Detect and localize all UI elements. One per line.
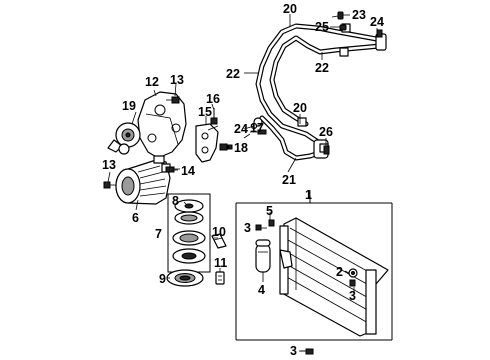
callout-11: 11 — [214, 256, 227, 270]
drier-bracket — [279, 249, 293, 269]
bolt-13-top — [166, 96, 180, 104]
snap-ring-kit — [215, 271, 225, 285]
callout-24-mid: 24 — [234, 122, 248, 136]
callout-5: 5 — [266, 204, 273, 218]
clutch-coil — [166, 269, 204, 287]
callout-22-right: 22 — [315, 61, 329, 75]
callout-9: 9 — [159, 272, 166, 286]
fastener-5 — [268, 219, 275, 227]
callout-20-top: 20 — [283, 2, 297, 16]
callout-4: 4 — [258, 283, 265, 297]
callout-3-bottom: 3 — [290, 344, 297, 358]
callout-19: 19 — [122, 99, 136, 113]
callout-15: 15 — [198, 105, 212, 119]
callout-26: 26 — [319, 125, 333, 139]
bolt-14 — [165, 166, 180, 173]
idler-pulley — [107, 122, 141, 155]
bolt-17 — [250, 129, 267, 135]
fastener-24 — [376, 29, 383, 38]
fastener-26 — [323, 145, 330, 155]
clutch-hub — [174, 199, 204, 225]
fastener-25 — [339, 24, 347, 31]
stud-16 — [210, 108, 218, 125]
callout-1: 1 — [305, 188, 312, 202]
clutch-pulley — [172, 230, 206, 264]
bolt-13-left — [103, 181, 116, 189]
callout-18: 18 — [234, 141, 248, 155]
condenser — [279, 217, 389, 337]
callout-22-left: 22 — [226, 67, 240, 81]
clip — [297, 117, 307, 127]
callout-13-left: 13 — [102, 158, 116, 172]
fastener-3-bottom — [300, 348, 314, 355]
callout-6: 6 — [132, 211, 139, 225]
callout-21: 21 — [282, 173, 296, 187]
callout-8: 8 — [172, 194, 179, 208]
clip — [339, 47, 349, 57]
clutch-shim-pack — [211, 233, 227, 249]
callout-labels: 20 23 25 24 22 22 20 24 17 26 21 12 13 1… — [102, 2, 384, 358]
callout-14: 14 — [181, 164, 195, 178]
callout-2: 2 — [336, 265, 343, 279]
callout-3-upper: 3 — [244, 221, 251, 235]
leader-lines — [107, 14, 378, 292]
callout-17: 17 — [250, 121, 264, 135]
callout-7: 7 — [155, 227, 162, 241]
callout-3-right: 3 — [349, 289, 356, 303]
callout-10: 10 — [212, 225, 226, 239]
fastener-23 — [337, 11, 350, 20]
receiver-drier — [255, 239, 271, 273]
callout-13-top: 13 — [170, 73, 184, 87]
callout-12: 12 — [145, 75, 159, 89]
callout-23: 23 — [352, 8, 366, 22]
callout-25: 25 — [315, 20, 329, 34]
mounting-bracket — [195, 123, 219, 163]
callout-16: 16 — [206, 92, 220, 106]
callout-20-mid: 20 — [293, 101, 307, 115]
plug-2 — [348, 268, 358, 278]
condenser-frame — [235, 196, 393, 341]
callout-24-top: 24 — [370, 15, 384, 29]
fastener-3-upper — [255, 224, 267, 231]
ac-compressor — [115, 155, 171, 205]
fastener-3-right — [349, 279, 356, 287]
